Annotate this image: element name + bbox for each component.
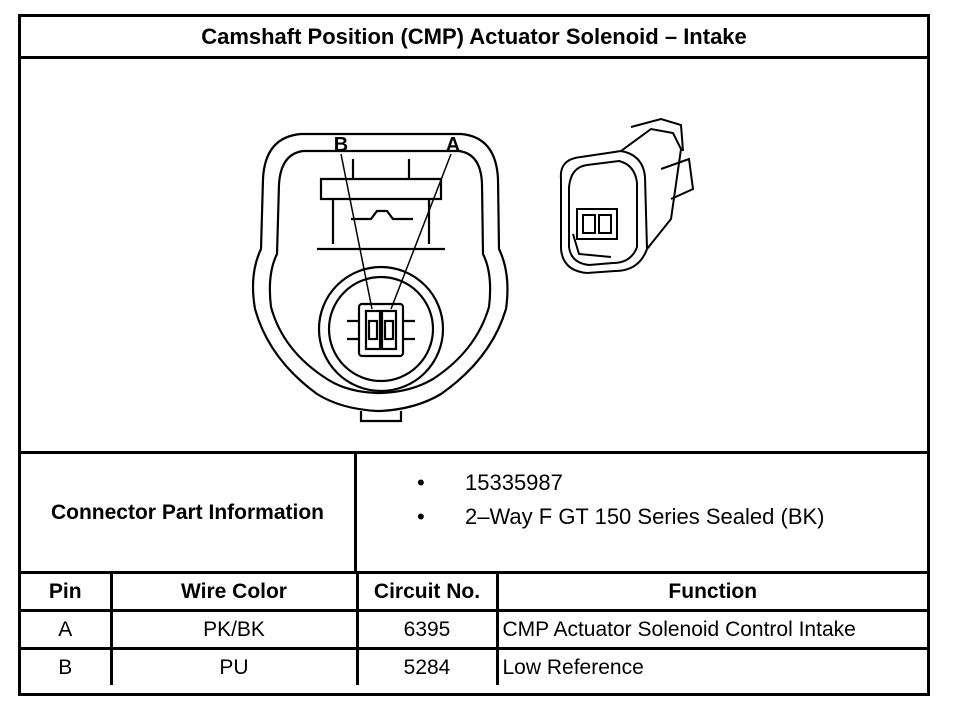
connector-isometric-drawing [559,117,695,275]
connector-face-drawing [251,132,509,423]
function-cell: CMP Actuator Solenoid Control Intake [495,609,927,650]
connector-drawing: B A [251,117,695,423]
bullet-icon: • [417,504,425,529]
wire-color-cell: PU [109,647,359,685]
pin-cell: B [21,647,113,685]
pin-label-b: B [334,134,348,156]
table-row: B PU 5284 Low Reference [21,647,927,685]
connector-figure: B A [21,59,927,451]
connector-sheet: Camshaft Position (CMP) Actuator Solenoi… [18,14,930,696]
wire-color-cell: PK/BK [109,609,359,650]
header-function: Function [495,571,927,612]
connector-info-label: Connector Part Information [21,454,357,571]
table-row: A PK/BK 6395 CMP Actuator Solenoid Contr… [21,609,927,650]
pin-label-a: A [446,134,460,156]
circuit-cell: 5284 [355,647,499,685]
circuit-cell: 6395 [355,609,499,650]
part-number: 15335987 [465,470,563,495]
connector-info-row: Connector Part Information • 15335987 • … [21,451,927,571]
table-header-row: Pin Wire Color Circuit No. Function [21,571,927,612]
pin-cell: A [21,609,113,650]
header-pin: Pin [21,571,113,612]
pin-table: Pin Wire Color Circuit No. Function A PK… [21,571,927,685]
bullet-icon: • [417,470,425,495]
header-circuit-no: Circuit No. [355,571,499,612]
function-cell: Low Reference [495,647,927,685]
connector-description: 2–Way F GT 150 Series Sealed (BK) [465,504,825,529]
header-wire-color: Wire Color [109,571,359,612]
connector-info-list: • 15335987 • 2–Way F GT 150 Series Seale… [357,454,927,571]
page-title: Camshaft Position (CMP) Actuator Solenoi… [21,17,927,59]
